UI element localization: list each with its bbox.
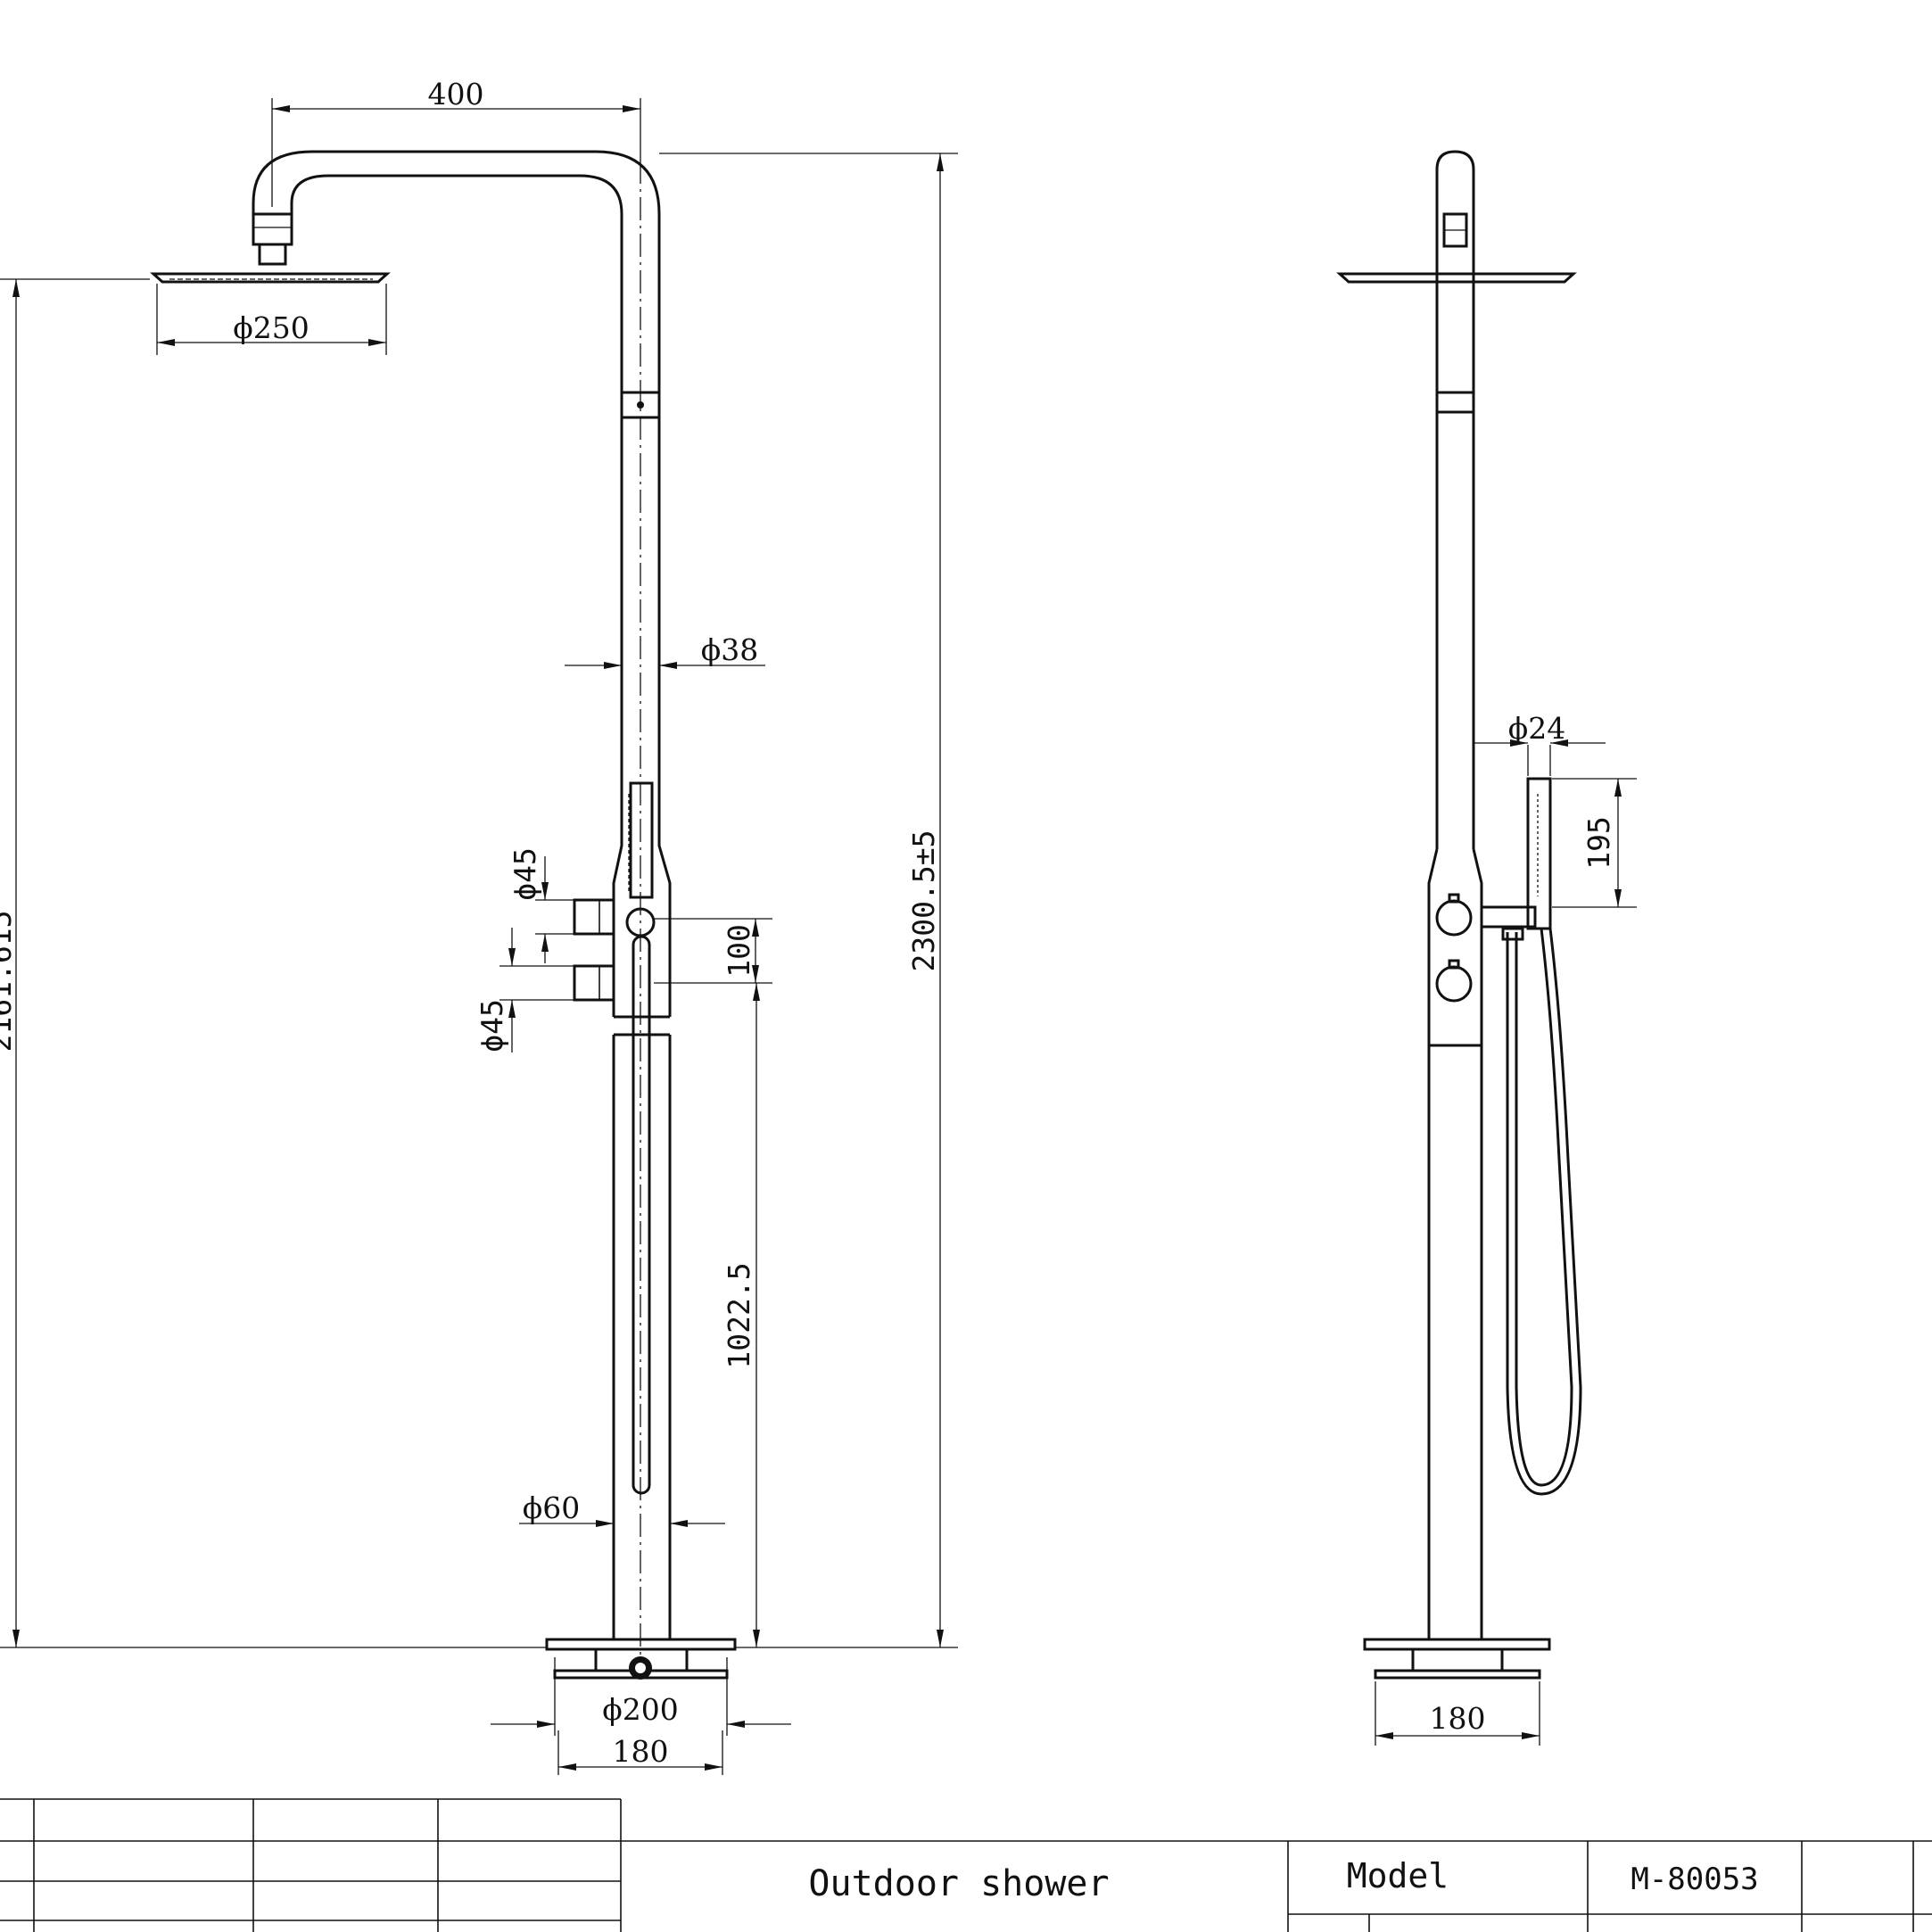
side-pipe-joint (1435, 391, 1475, 414)
dim-knob-bottom: ϕ45 (475, 999, 509, 1053)
side-view (1336, 150, 1582, 1680)
dim-base-plate: ϕ200 (602, 1692, 678, 1727)
valve-knob-bottom (573, 964, 615, 1002)
dim-knob-spacing: 100 (722, 924, 756, 978)
hose (632, 935, 651, 1495)
dim-arm-length: 400 (428, 77, 484, 111)
shower-arm-inner (290, 174, 623, 785)
head-nut (258, 243, 287, 266)
drawing-title: Outdoor shower (808, 1863, 1109, 1904)
title-block: Outdoor shower Model M-80053 (0, 1798, 1932, 1932)
dim-base-width: 180 (613, 1734, 669, 1769)
dim-head-diameter: ϕ250 (233, 310, 309, 345)
side-hose (1506, 928, 1582, 1496)
dim-head-height: 2161.615 (0, 911, 18, 1053)
shower-head (150, 272, 391, 284)
side-hand-shower (1526, 777, 1552, 930)
dim-knob-height: 1022.5 (722, 1262, 756, 1368)
hand-shower-holder (1480, 905, 1537, 929)
side-base-foot (1374, 1669, 1541, 1680)
dim-hand-shower-length: 195 (1581, 816, 1616, 870)
front-view (150, 150, 737, 1680)
dim-pipe-diameter: ϕ38 (701, 632, 759, 667)
side-shower-head (1336, 272, 1577, 284)
side-knob-bottom (1435, 965, 1473, 1003)
model-label: Model (1347, 1856, 1449, 1895)
dim-hand-shower: ϕ24 (1508, 711, 1566, 746)
dim-base-pipe: ϕ60 (523, 1490, 581, 1525)
side-base-plate (1363, 1638, 1551, 1651)
head-connector (252, 212, 293, 246)
hand-shower (629, 781, 654, 899)
dim-total-height: 2300.5±5 (906, 830, 941, 972)
valve-knob-top (573, 898, 615, 936)
dim-side-base-width: 180 (1430, 1701, 1486, 1736)
base-plate (545, 1638, 737, 1651)
dim-knob-top: ϕ45 (508, 847, 542, 901)
shower-arm (252, 150, 661, 785)
front-dimensions: 400 ϕ250 ϕ38 2300.5±5 2161.615 100 1022.… (0, 77, 958, 1775)
side-knob-top (1435, 899, 1473, 937)
side-dimensions: ϕ24 195 180 (1375, 711, 1637, 1746)
model-value: M-80053 (1631, 1862, 1758, 1897)
